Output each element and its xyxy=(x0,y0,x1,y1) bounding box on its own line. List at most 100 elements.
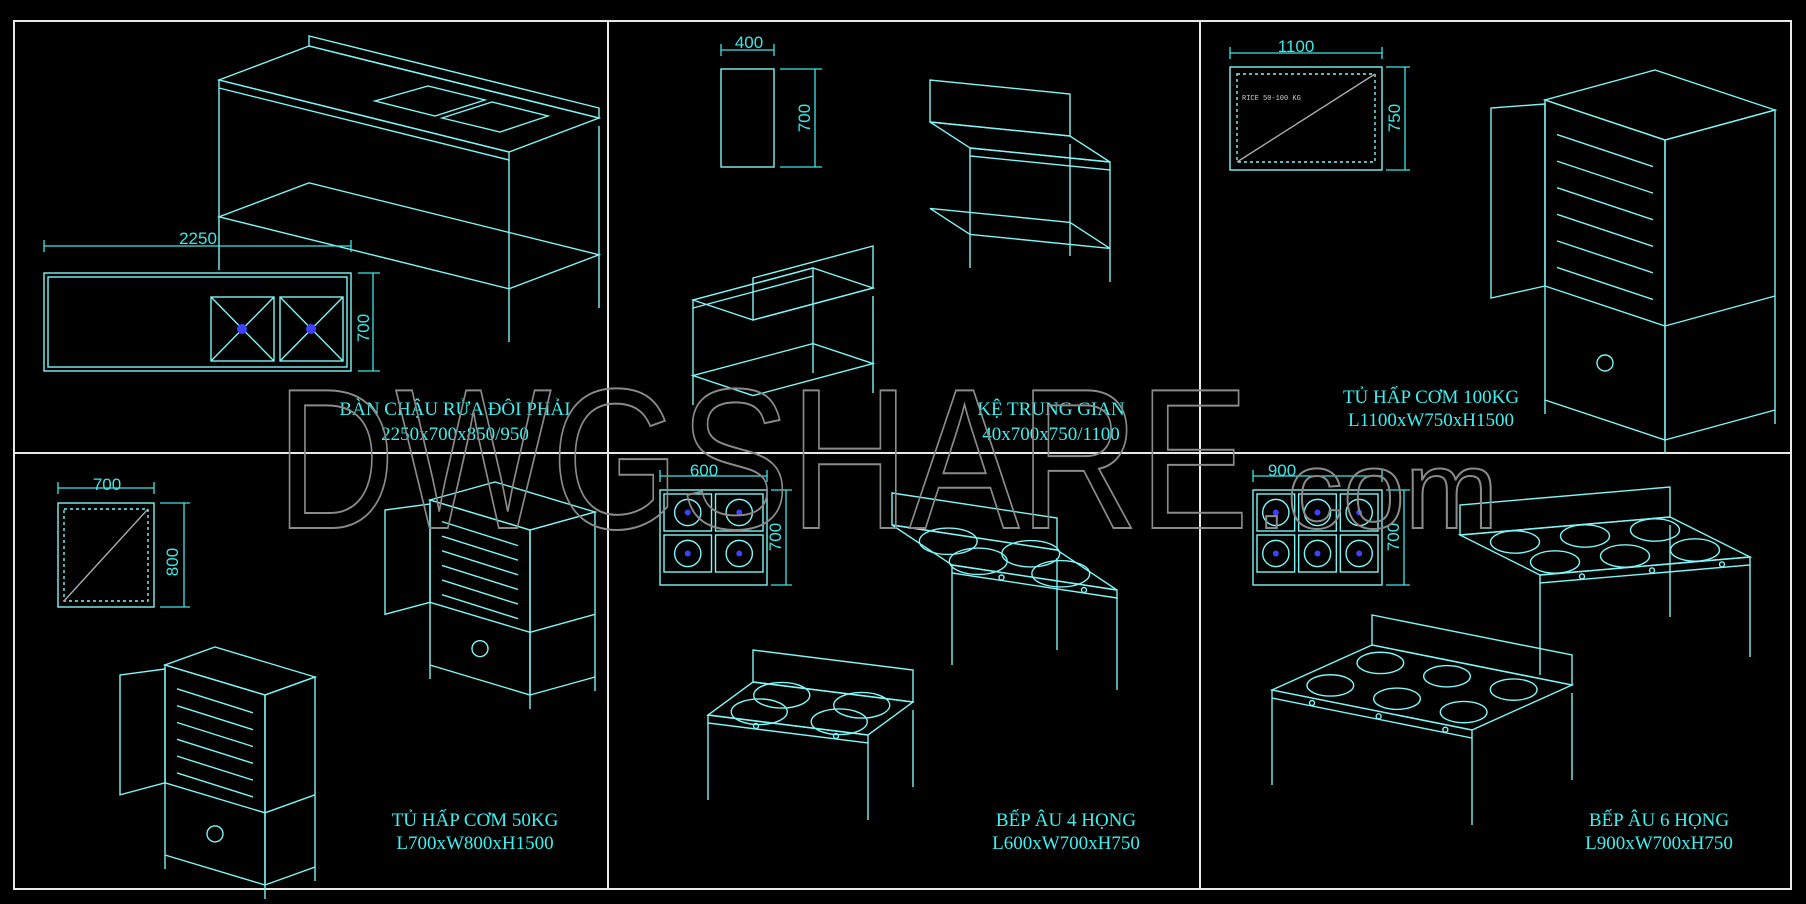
dimension-length: 400 xyxy=(735,33,763,52)
burner xyxy=(1439,700,1488,724)
panel-size: 2250x700x850/950 xyxy=(381,424,529,445)
backsplash xyxy=(752,245,874,321)
panel-title: BẾP ÂU 6 HỌNG xyxy=(1589,809,1729,831)
dimension-length: 2250 xyxy=(179,229,217,248)
burner xyxy=(1345,539,1373,568)
dimension-width: 700 xyxy=(1384,523,1403,551)
burner xyxy=(1262,539,1290,568)
burner-center xyxy=(736,509,743,516)
dimension-length: 1100 xyxy=(1278,37,1315,56)
drawer-handle xyxy=(1596,354,1614,372)
cabinet-side xyxy=(1664,109,1776,441)
tray xyxy=(441,594,519,620)
tray xyxy=(1556,213,1654,247)
burner xyxy=(730,698,788,726)
drawer-handle xyxy=(206,825,224,843)
intermediate-shelf-left xyxy=(690,245,876,405)
knob xyxy=(1308,699,1316,707)
burner-cell xyxy=(1297,534,1338,573)
cabinet-side xyxy=(264,676,316,886)
svg-text:.com: .com xyxy=(1256,429,1498,552)
panel-rice-steamer-100kg: RICE 50-100 KG 1100 750 TỦ HẤP CƠM 100KG… xyxy=(1229,37,1519,431)
drawer-divider xyxy=(264,794,316,814)
tray xyxy=(1556,160,1654,194)
tray xyxy=(1556,266,1654,301)
stove-6-burner-front xyxy=(1269,614,1575,825)
rice-steamer-100kg-3d xyxy=(1490,69,1778,454)
panel-size: L900xW700xH750 xyxy=(1585,833,1733,854)
cabinet-front xyxy=(164,664,266,886)
burner xyxy=(1489,530,1541,554)
burner xyxy=(673,539,702,568)
steamer-note: RICE 50-100 KG xyxy=(1242,95,1301,103)
burner xyxy=(725,498,754,527)
burner-center xyxy=(1314,509,1321,516)
backsplash xyxy=(1459,486,1671,536)
tray xyxy=(441,520,519,547)
panel-title: TỦ HẤP CƠM 50KG xyxy=(392,809,559,831)
dimension-length: 600 xyxy=(690,461,718,480)
burner xyxy=(1529,550,1581,574)
rice-steamer-50kg-front xyxy=(119,646,318,899)
burner-cell xyxy=(1256,534,1296,573)
lower-shelf xyxy=(929,207,1111,250)
panel-size: L1100xW750xH1500 xyxy=(1348,410,1514,431)
burner-center xyxy=(1356,550,1363,557)
burner xyxy=(725,539,754,568)
tray xyxy=(1556,240,1654,274)
stove-4-burner-front xyxy=(706,649,915,820)
burner-center xyxy=(684,509,691,516)
knob xyxy=(1648,567,1656,574)
burner-cell xyxy=(714,534,764,573)
panel-title: KỆ TRUNG GIAN xyxy=(977,398,1125,420)
burner-center xyxy=(1356,509,1363,516)
burner-center xyxy=(1272,550,1279,557)
panel-title: BẾP ÂU 4 HỌNG xyxy=(996,809,1136,831)
knob xyxy=(1080,586,1088,594)
lower-shelf xyxy=(690,342,876,397)
knob xyxy=(1375,713,1382,720)
sheet-frame xyxy=(13,20,1792,890)
knob xyxy=(1442,726,1449,733)
open-door xyxy=(119,668,166,796)
tray xyxy=(176,772,254,798)
panel-size: L600xW700xH750 xyxy=(992,833,1140,854)
intermediate-shelf-right xyxy=(929,79,1111,282)
backsplash xyxy=(891,492,1058,551)
tray xyxy=(441,579,519,605)
panel-6-burner-stove: 900 700 BẾP ÂU 6 HỌNG L900xW700xH750 xyxy=(1252,461,1733,854)
tray xyxy=(176,755,254,781)
top-surface xyxy=(216,45,602,153)
tray xyxy=(176,721,254,748)
panel-title: BÀN CHẬU RỬA ĐÔI PHẢI xyxy=(339,398,570,420)
burner xyxy=(1669,538,1721,562)
rice-steamer-50kg-back xyxy=(384,481,598,709)
tray xyxy=(441,550,519,576)
knob xyxy=(1578,573,1586,580)
drawer-divider xyxy=(529,613,596,633)
burner xyxy=(1559,524,1611,548)
burner xyxy=(1422,664,1472,688)
burner xyxy=(1599,544,1651,568)
sink-top-view xyxy=(43,272,352,372)
burner-cell xyxy=(663,493,713,532)
drawer-divider xyxy=(1544,285,1666,327)
tray xyxy=(441,564,519,591)
watermark-logo: DWGSHARE .com xyxy=(275,347,1499,572)
burner xyxy=(1031,559,1091,588)
burner-center xyxy=(1272,509,1279,516)
burner xyxy=(753,681,811,709)
front-edge xyxy=(707,714,869,744)
stove-6-burner-back xyxy=(1457,486,1753,675)
burner xyxy=(1306,674,1355,697)
double-sink-table-3d xyxy=(216,35,602,342)
tray xyxy=(1556,133,1654,168)
burner-cell xyxy=(1339,493,1379,532)
backsplash xyxy=(752,649,914,703)
burner xyxy=(810,708,868,736)
burner-cell xyxy=(1297,493,1338,532)
open-door xyxy=(384,503,431,616)
knob xyxy=(998,574,1005,581)
burner xyxy=(1001,539,1061,568)
